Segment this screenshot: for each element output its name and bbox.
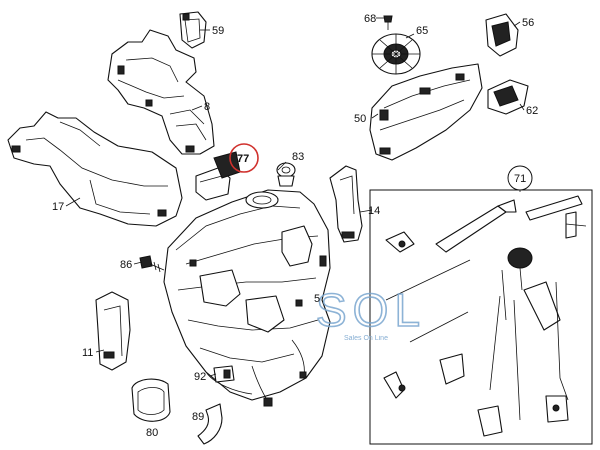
callout-56: 56 <box>522 17 534 29</box>
callout-68: 68 <box>364 13 376 25</box>
part-62 <box>487 79 529 115</box>
part-17 <box>7 111 183 227</box>
part-11 <box>95 291 131 371</box>
part-92 <box>213 365 235 383</box>
part-71-linkage-kit <box>369 189 593 445</box>
callout-92: 92 <box>194 371 206 383</box>
callout-8: 8 <box>204 101 210 113</box>
callout-labels: 59 8 17 77 83 14 86 5 11 92 80 89 68 65 … <box>52 13 538 439</box>
part-86 <box>139 255 165 273</box>
part-68 <box>383 15 393 30</box>
callout-5: 5 <box>314 293 320 305</box>
leader-lines <box>65 17 525 377</box>
part-5-main-housing <box>163 189 331 407</box>
part-14 <box>329 165 363 243</box>
callout-59: 59 <box>212 25 224 37</box>
part-8 <box>107 29 215 155</box>
callout-11: 11 <box>82 347 93 359</box>
part-59 <box>179 11 207 49</box>
watermark-logo: SOL <box>316 284 426 336</box>
callout-62: 62 <box>526 105 538 117</box>
part-83 <box>276 162 296 187</box>
part-80 <box>131 378 171 422</box>
part-65 <box>371 33 421 75</box>
watermark-tagline: Sales On Line <box>344 335 388 342</box>
part-56 <box>485 13 519 57</box>
callout-71: 71 <box>514 173 526 185</box>
callout-77: 77 <box>237 153 249 165</box>
callout-83: 83 <box>292 151 304 163</box>
callout-89: 89 <box>192 411 204 423</box>
callout-77-highlight-circle <box>229 143 259 173</box>
part-50 <box>369 63 483 161</box>
callout-80: 80 <box>146 427 158 439</box>
callout-71-circle <box>507 165 533 191</box>
callout-50: 50 <box>354 113 366 125</box>
part-77 <box>195 151 241 201</box>
callout-65: 65 <box>416 25 428 37</box>
watermark: SOL Sales On Line <box>315 283 426 342</box>
callout-86: 86 <box>120 259 132 271</box>
part-89 <box>197 403 223 445</box>
callout-14: 14 <box>368 205 380 217</box>
callout-17: 17 <box>52 201 64 213</box>
